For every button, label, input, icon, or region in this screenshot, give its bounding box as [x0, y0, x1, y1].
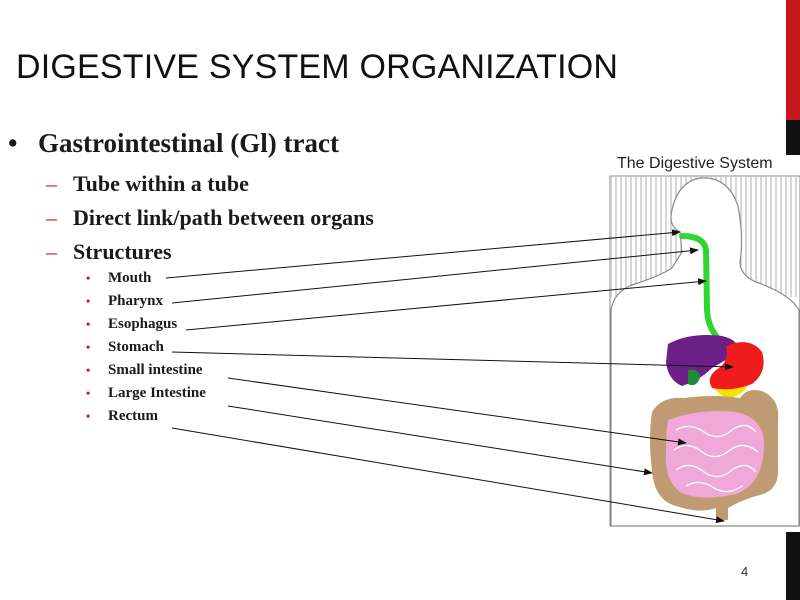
intestine-fold [675, 424, 757, 438]
accent-bar-black-top [786, 120, 800, 155]
sub-bullet-direct-link: –Direct link/path between organs [46, 205, 374, 231]
pointer-lines [165, 229, 734, 524]
accent-bar-black-bottom [786, 532, 800, 600]
bullet-marker: • [86, 409, 91, 423]
structure-label: Stomach [108, 339, 164, 355]
pointer-line-pharynx [171, 247, 699, 304]
dash-marker: – [46, 171, 57, 196]
structure-item-mouth: • Mouth [86, 270, 151, 287]
pointer-line-esophagus [185, 278, 707, 331]
intestine-fold [673, 444, 759, 458]
gallbladder-shape [688, 369, 700, 386]
structure-label: Rectum [108, 408, 158, 424]
diagram-title: The Digestive System [617, 155, 773, 172]
bullet-marker: • [86, 294, 91, 308]
intestine-fold [675, 464, 757, 478]
small-intestine-shape [665, 411, 764, 498]
structure-label: Mouth [108, 270, 152, 286]
structure-label: Small intestine [108, 362, 203, 378]
structure-item-small-intestine: • Small intestine [86, 362, 203, 379]
sub-bullet-text: Structures [73, 239, 172, 264]
bullet-marker: • [86, 317, 91, 331]
dash-marker: – [46, 205, 57, 230]
liver-shape [666, 335, 739, 386]
accent-bar-red [786, 0, 800, 120]
sub-bullet-text: Tube within a tube [73, 171, 249, 196]
slide-title: DIGESTIVE SYSTEM ORGANIZATION [16, 48, 619, 86]
page-number: 4 [741, 564, 749, 579]
structure-label: Pharynx [108, 293, 164, 309]
bullet-marker: • [86, 340, 91, 354]
intestine-fold [685, 481, 743, 493]
bullet-marker: • [86, 363, 91, 377]
bullet-gi-tract: • Gastrointestinal (Gl) tract [8, 128, 339, 159]
bullet-marker: • [86, 271, 91, 285]
sub-bullet-text: Direct link/path between organs [73, 205, 374, 230]
sub-bullet-tube: –Tube within a tube [46, 171, 249, 197]
structure-item-pharynx: • Pharynx [86, 293, 163, 310]
dash-marker: – [46, 239, 57, 264]
pointer-line-stomach [171, 351, 734, 371]
bullet-marker: • [86, 386, 91, 400]
bullet-main-text: Gastrointestinal (Gl) tract [38, 128, 339, 158]
stomach-shape [709, 342, 764, 390]
structure-item-stomach: • Stomach [86, 339, 164, 356]
structure-item-esophagus: • Esophagus [86, 316, 177, 333]
intestine-folds [673, 424, 759, 493]
pointer-line-mouth [165, 229, 681, 279]
structure-item-large-intestine: • Large Intestine [86, 385, 206, 402]
pointer-line-large-intestine [227, 405, 653, 476]
pointer-line-small-intestine [227, 377, 687, 446]
structure-label: Esophagus [108, 316, 178, 332]
bullet-marker: • [8, 128, 18, 158]
structure-label: Large Intestine [108, 385, 206, 401]
structure-item-rectum: • Rectum [86, 408, 158, 425]
pointer-line-rectum [171, 427, 725, 524]
sub-bullet-structures: –Structures [46, 239, 172, 265]
